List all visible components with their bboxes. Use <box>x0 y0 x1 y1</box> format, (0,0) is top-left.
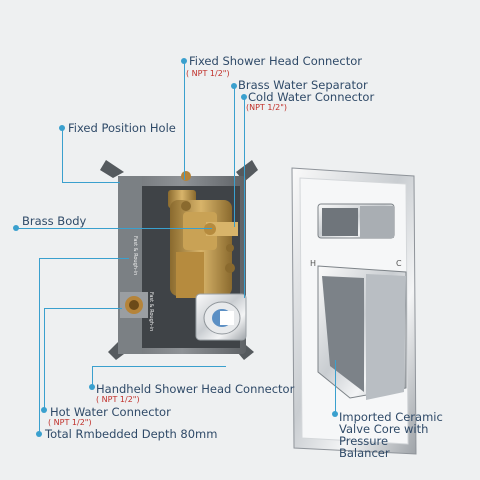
callout-dot <box>36 431 42 437</box>
callout-line <box>62 182 120 183</box>
label-hot-water: Hot Water Connector <box>50 405 171 419</box>
callout-line <box>16 228 212 229</box>
callout-line <box>62 128 63 182</box>
label-fixed-position-hole: Fixed Position Hole <box>68 121 176 135</box>
callout-line <box>92 366 93 388</box>
box-print-text-2: Fast & Rough-in <box>148 292 154 331</box>
callout-line <box>234 87 235 227</box>
callout-line <box>39 258 40 436</box>
label-depth: Total Rmbedded Depth 80mm <box>45 427 218 441</box>
label-ceramic-1: Imported Ceramic <box>339 410 443 424</box>
trim-plate: H C <box>291 167 417 455</box>
label-handheld-npt: ( NPT 1/2") <box>96 395 140 404</box>
callout-line <box>44 308 45 410</box>
callout-dot <box>231 83 237 89</box>
callout-line <box>44 308 122 309</box>
callout-dot <box>41 407 47 413</box>
label-fixed-shower-head: Fixed Shower Head Connector <box>189 54 362 68</box>
label-brass-body: Brass Body <box>22 214 87 228</box>
box-print-text: Fast & Rough-in <box>132 236 138 275</box>
label-fixed-shower-head-npt: ( NPT 1/2") <box>186 69 230 78</box>
label-cold-water-npt: (NPT 1/2") <box>246 103 288 112</box>
label-handheld: Handheld Shower Head Connector <box>96 382 295 396</box>
callout-line <box>92 366 226 367</box>
label-hot-water-npt: ( NPT 1/2") <box>48 418 92 427</box>
label-brass-separator: Brass Water Separator <box>238 78 368 92</box>
callout-dot <box>241 94 247 100</box>
callout-line <box>184 62 185 180</box>
callout-line <box>244 98 245 298</box>
callout-line <box>335 360 336 414</box>
hot-mark: H <box>310 259 316 268</box>
callout-dot <box>332 411 338 417</box>
cold-mark: C <box>396 259 402 268</box>
callout-line <box>39 258 129 259</box>
ceramic-cartridge <box>195 293 247 341</box>
label-ceramic-2: Valve Core with <box>339 422 429 436</box>
top-port <box>181 171 191 181</box>
hot-water-port <box>120 292 148 318</box>
label-cold-water: Cold Water Connector <box>248 90 375 104</box>
callout-dot <box>89 384 95 390</box>
callout-dot <box>181 58 187 64</box>
label-ceramic-3: Pressure <box>339 434 389 448</box>
label-ceramic-4: Balancer <box>339 446 390 460</box>
brass-body <box>168 190 238 298</box>
